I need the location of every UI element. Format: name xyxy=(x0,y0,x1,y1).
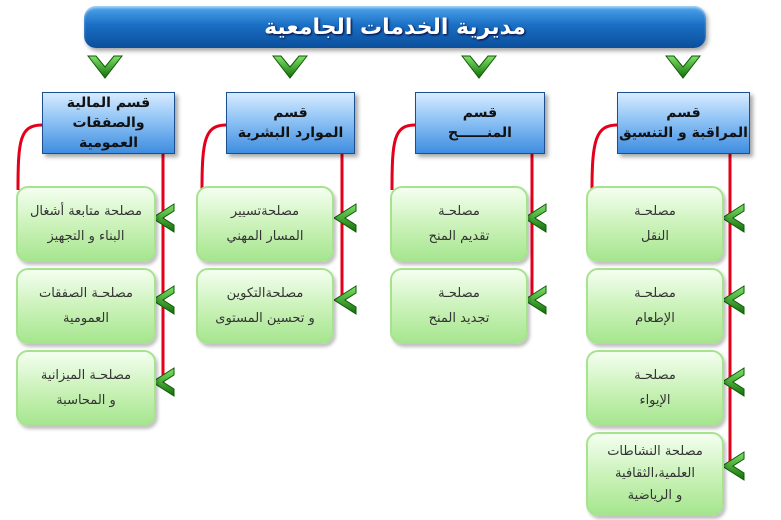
unit-scientific-cultural-sports: مصلحة النشاطات العلمية،الثقافية و الرياض… xyxy=(586,432,724,516)
unit-grant-renewal: مصلحـة تجديد المنح xyxy=(390,268,528,344)
department-grants: قسم المنــــــح xyxy=(415,92,545,154)
unit-arrow-2-1 xyxy=(333,285,357,315)
unit-training: مصلحةالتكوين و تحسين المستوى xyxy=(196,268,334,344)
unit-budget-accounting: مصلحـة الميزانية و المحاسبة xyxy=(16,350,156,426)
unit-grant-submission: مصلحـة تقديم المنح xyxy=(390,186,528,262)
unit-arrow-0-2 xyxy=(721,367,745,397)
department-label: قسم المالية والصفقات العمومية xyxy=(66,95,151,151)
department-finance-procurement: قسم المالية والصفقات العمومية xyxy=(42,92,175,154)
unit-arrow-2-0 xyxy=(333,203,357,233)
unit-career-management: مصلحةتسيير المسار المهني xyxy=(196,186,334,262)
unit-transport: مصلحـة النقل xyxy=(586,186,724,262)
unit-catering: مصلحـة الإطعام xyxy=(586,268,724,344)
unit-arrow-0-1 xyxy=(721,285,745,315)
unit-arrow-0-0 xyxy=(721,203,745,233)
department-label: قسم المنــــــح xyxy=(448,105,512,141)
connector-hook-0 xyxy=(590,123,618,191)
title-text: مديرية الخدمات الجامعية xyxy=(264,14,526,40)
connector-hook-1 xyxy=(390,123,416,191)
down-arrow-3 xyxy=(86,55,124,79)
down-arrow-1 xyxy=(460,55,498,79)
unit-public-procurement: مصلحـة الصفقات العمومية xyxy=(16,268,156,344)
department-human-resources: قسم الموارد البشرية xyxy=(226,92,355,154)
down-arrow-0 xyxy=(664,55,702,79)
down-arrow-2 xyxy=(271,55,309,79)
department-monitoring-coordination: قسم المراقبة و التنسيق xyxy=(617,92,750,154)
department-label: قسم المراقبة و التنسيق xyxy=(619,105,748,141)
connector-hook-3 xyxy=(16,123,43,191)
unit-housing: مصلحـة الإيواء xyxy=(586,350,724,426)
unit-arrow-0-3 xyxy=(721,451,745,481)
connector-hook-2 xyxy=(200,123,227,191)
unit-construction-followup: مصلحة متابعة أشغال البناء و التجهيز xyxy=(16,186,156,262)
title-bar: مديرية الخدمات الجامعية xyxy=(84,6,706,48)
department-label: قسم الموارد البشرية xyxy=(237,105,344,141)
